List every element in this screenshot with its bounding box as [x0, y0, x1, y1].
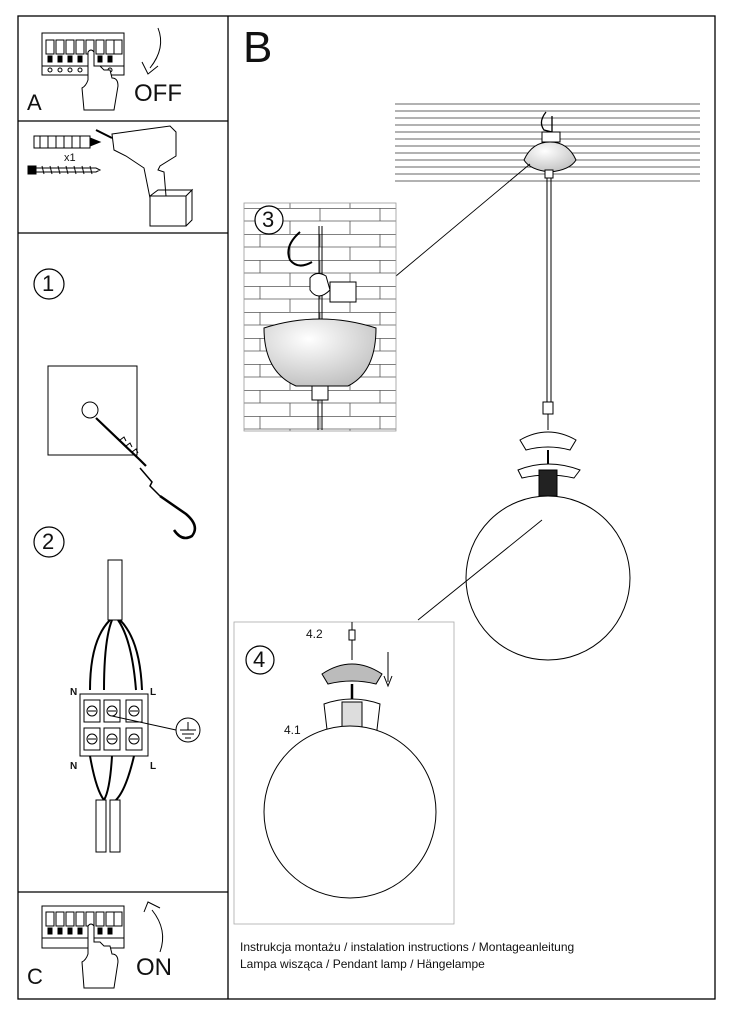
live-top-label: L — [150, 687, 157, 698]
breaker-off-illustration — [41, 27, 162, 111]
step1-number: 1 — [42, 271, 55, 296]
detail3-illustration — [243, 202, 397, 432]
detail4-illustration — [233, 621, 455, 925]
glass-globe — [465, 495, 631, 661]
hook-icon — [287, 231, 313, 267]
breaker-on-illustration — [41, 901, 164, 989]
caption-line-1: Instrukcja montażu / instalation instruc… — [240, 940, 575, 954]
part-4-2-label: 4.2 — [306, 627, 323, 641]
hook-icon — [159, 494, 197, 540]
step2-circle — [33, 526, 65, 558]
step3-number: 3 — [262, 207, 275, 232]
shade-cap — [321, 663, 383, 685]
caption-line-2: Lampa wisząca / Pendant lamp / Hängelamp… — [240, 957, 485, 971]
step1-circle — [33, 268, 65, 300]
wiring-illustration — [79, 559, 201, 853]
live-bottom-label: L — [150, 761, 157, 772]
neutral-top-label: N — [70, 687, 78, 698]
hook-icon — [540, 111, 553, 133]
page-frame — [17, 15, 716, 1000]
pendant-lamp-illustration — [465, 111, 631, 661]
neutral-bottom-label: N — [70, 761, 78, 772]
ceiling-canopy — [263, 318, 377, 387]
screw-terminal-icon — [106, 733, 118, 745]
on-label: ON — [136, 954, 172, 981]
hand-icon — [81, 923, 119, 989]
step4-number: 4 — [253, 647, 266, 672]
panel-c-letter: C — [27, 964, 43, 989]
screw-terminal-icon — [86, 705, 98, 717]
shade-cap — [519, 431, 577, 451]
off-label: OFF — [134, 80, 182, 107]
arrow-down-icon — [149, 27, 162, 69]
part-4-1-label: 4.1 — [284, 723, 301, 737]
screw-terminal-icon — [128, 705, 140, 717]
screw-terminal-icon — [86, 733, 98, 745]
leader-lines — [395, 163, 543, 621]
step4-circle — [245, 645, 275, 675]
screw-icon — [27, 165, 102, 175]
ground-symbol-icon — [175, 717, 201, 743]
glass-globe — [263, 725, 437, 899]
arrow-up-icon — [151, 909, 164, 953]
quantity-label: x1 — [64, 152, 76, 164]
wall-plug-icon — [33, 135, 102, 149]
panel-b-letter: B — [243, 23, 273, 72]
hand-icon — [81, 49, 119, 111]
ceiling-canopy — [523, 141, 577, 173]
screw-terminal-icon — [128, 733, 140, 745]
arrow-down-icon — [383, 652, 393, 688]
step3-circle — [254, 205, 284, 235]
drill-icon — [95, 125, 194, 227]
panel-a-letter: A — [27, 90, 42, 115]
step2-number: 2 — [42, 529, 55, 554]
hook-mount-illustration — [47, 365, 197, 540]
tools-illustration — [27, 125, 194, 227]
